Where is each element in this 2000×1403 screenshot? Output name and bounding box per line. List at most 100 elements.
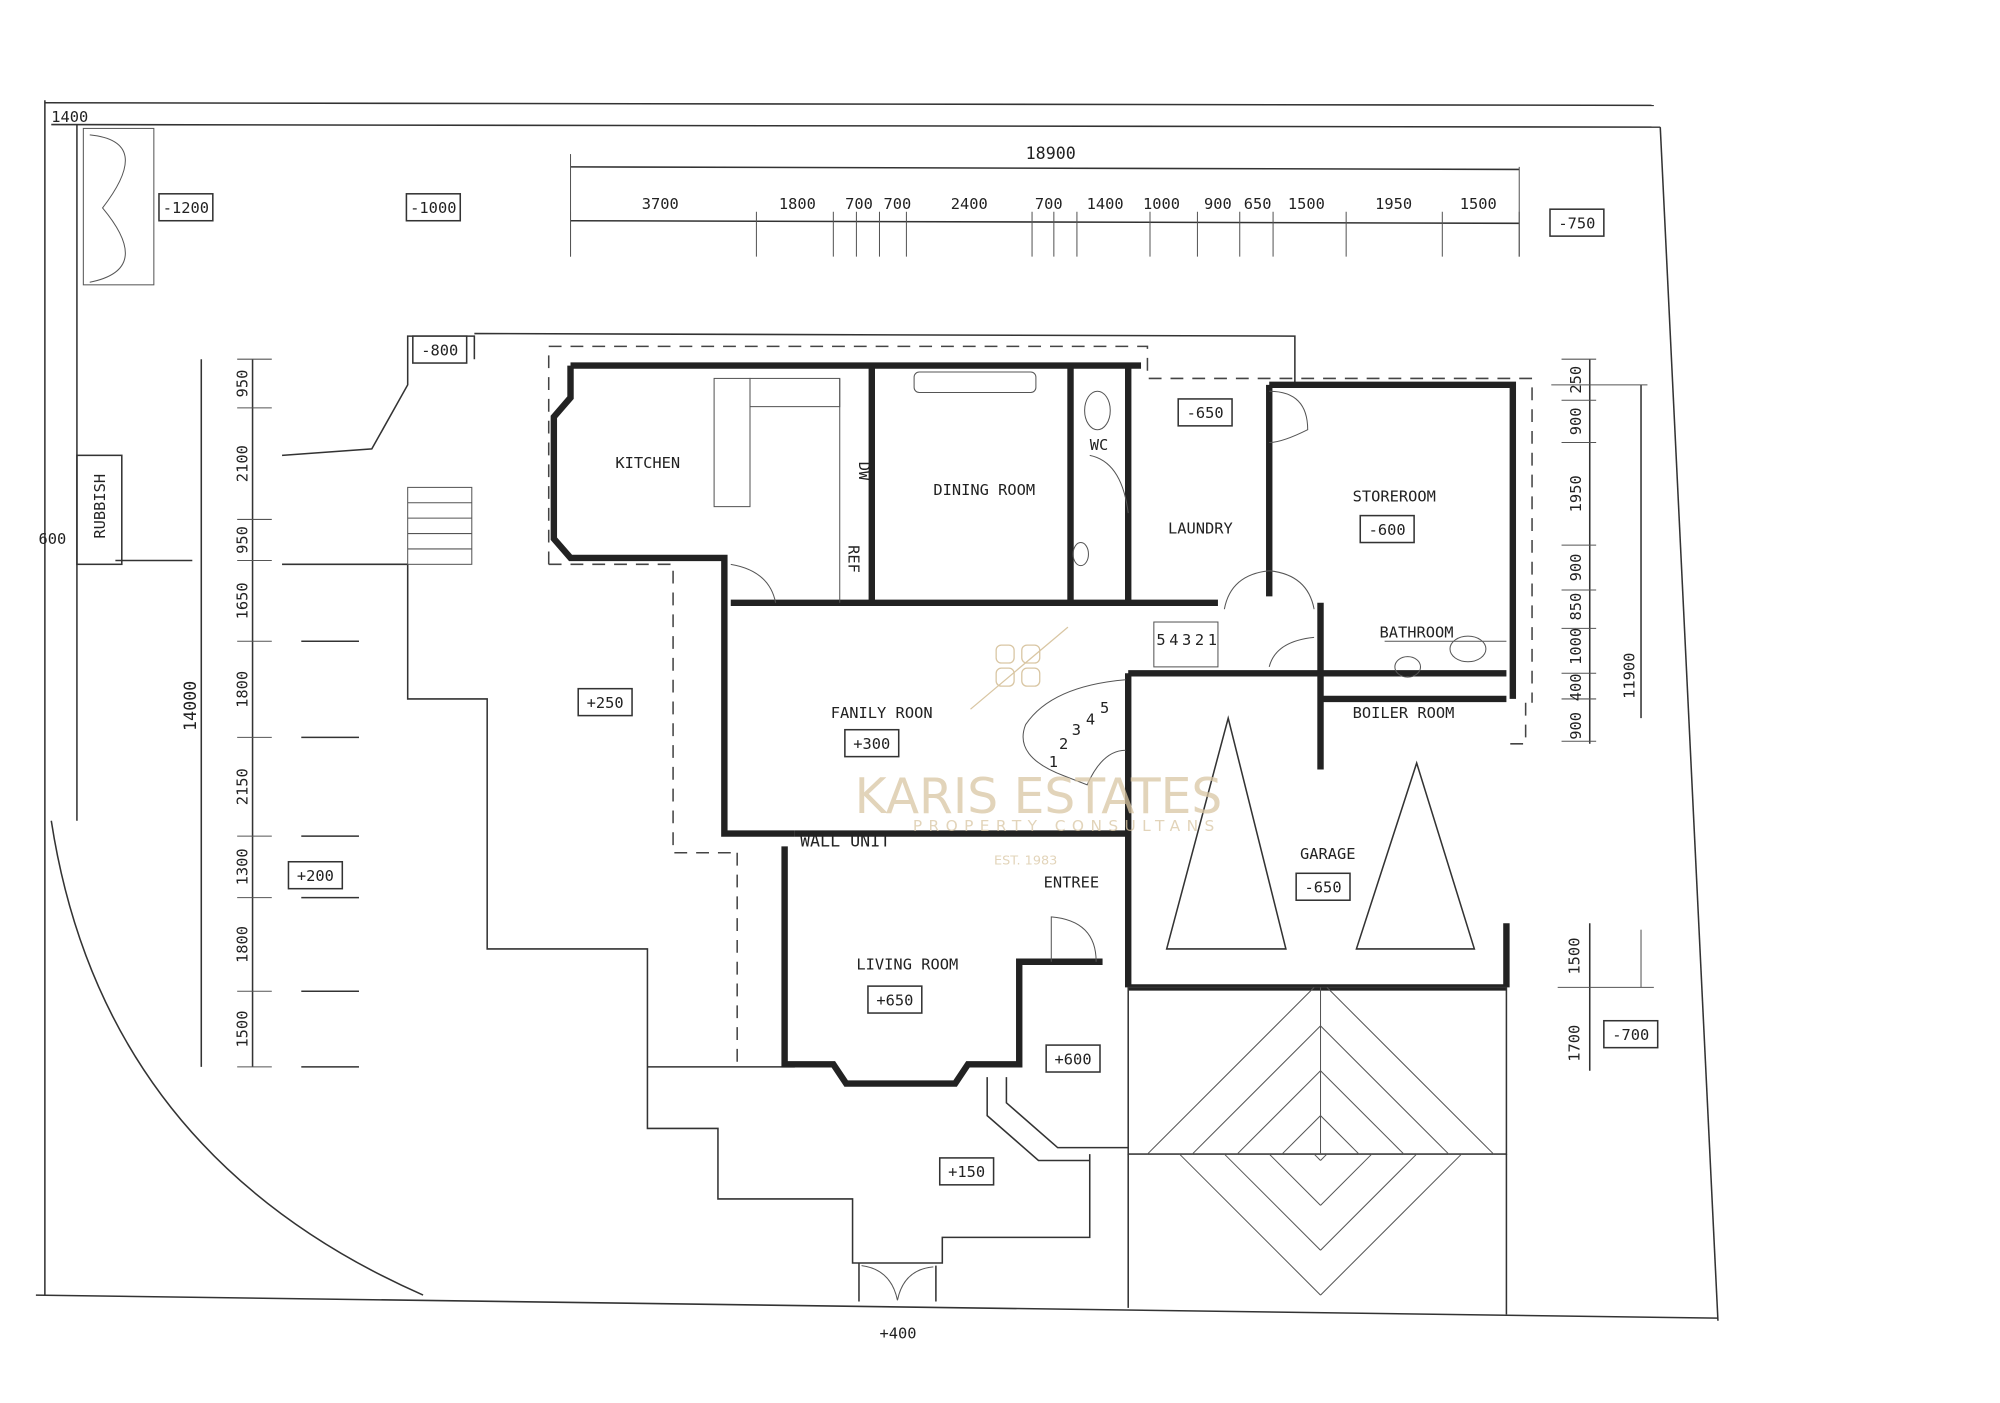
stair-step: 4	[1169, 631, 1178, 649]
watermark: KARIS ESTATES PROPERTY CONSULTANS EST. 1…	[855, 626, 1222, 868]
room-garage: GARAGE	[1300, 845, 1356, 863]
svg-text:-650: -650	[1305, 879, 1342, 897]
left-dim-label: 2100	[233, 445, 251, 482]
top-dim-label: 1000	[1143, 195, 1180, 213]
top-dim-label: 1950	[1375, 195, 1412, 213]
spiral-step: 4	[1086, 711, 1095, 729]
top-dim-label: 700	[1035, 195, 1063, 213]
svg-text:+250: +250	[587, 694, 624, 712]
garage-parking-marks	[1165, 715, 1476, 950]
right-lower-dim: 1500	[1565, 938, 1583, 975]
top-dimensions: 18900 3700 1800 700 700 2400 700 1400 1000 900 65…	[570, 144, 1520, 257]
left-dim-label: 1300	[233, 848, 251, 885]
spiral-step: 5	[1100, 699, 1109, 717]
top-dim-label: 900	[1204, 195, 1232, 213]
room-entree: ENTREE	[1044, 873, 1100, 891]
level-service: -650	[1177, 398, 1233, 427]
level-living-room: +650	[867, 985, 923, 1014]
top-dim-label: 1400	[1087, 195, 1124, 213]
right-dim-label: 900	[1567, 407, 1585, 435]
room-kitchen: KITCHEN	[615, 454, 680, 472]
fridge-label: REF	[845, 545, 863, 573]
room-living: LIVING ROOM	[856, 955, 958, 973]
front-gate[interactable]	[858, 1263, 937, 1302]
level-terrace: +250	[577, 687, 633, 717]
right-dim-label: 900	[1567, 554, 1585, 582]
terrain-outline	[115, 332, 1508, 1315]
level-north-west: -800	[412, 335, 468, 364]
level-storeroom: -600	[1359, 514, 1415, 544]
rubbish-area: RUBBISH	[76, 454, 123, 566]
svg-text:+650: +650	[876, 991, 913, 1009]
spiral-step: 3	[1072, 721, 1081, 739]
gate[interactable]	[82, 127, 155, 286]
svg-text:+300: +300	[853, 735, 890, 753]
right-dim-label: 1000	[1567, 628, 1585, 665]
svg-text:+600: +600	[1055, 1050, 1092, 1068]
top-dim-label: 650	[1244, 195, 1272, 213]
left-dim-label: 1800	[233, 926, 251, 963]
roof-outline	[547, 345, 1533, 1065]
svg-text:-800: -800	[421, 341, 458, 359]
level-gate: -1200	[158, 193, 214, 222]
dishwasher-label: DW	[855, 462, 873, 481]
level-porch: +600	[1045, 1044, 1101, 1073]
rubbish-label: RUBBISH	[91, 474, 109, 539]
stair-step: 1	[1208, 631, 1217, 649]
service-stairs: 5 4 3 2 1	[1153, 621, 1219, 668]
kitchen-counter	[713, 371, 1037, 508]
spiral-step: 2	[1059, 735, 1068, 753]
house-walls	[550, 362, 1517, 1087]
level-north-east: -750	[1549, 208, 1605, 237]
watermark-tagline: PROPERTY CONSULTANS	[913, 817, 1221, 835]
level-garage: -650	[1295, 872, 1351, 901]
stair-step: 2	[1195, 631, 1204, 649]
spiral-step: 1	[1049, 753, 1058, 771]
svg-text:-650: -650	[1187, 404, 1224, 422]
left-dim-label: 950	[233, 370, 251, 398]
left-dim-label: 1800	[233, 671, 251, 708]
level-family-room: +300	[844, 728, 900, 758]
spiral-stairs: 1 2 3 4 5	[1022, 679, 1126, 786]
svg-text:-750: -750	[1558, 214, 1595, 232]
top-dim-label: 700	[884, 195, 912, 213]
stair-step: 5	[1156, 631, 1165, 649]
right-lower-dim: 1700	[1565, 1025, 1583, 1062]
right-dim-label: 1950	[1567, 475, 1585, 512]
room-bathroom: BATHROOM	[1379, 623, 1453, 641]
level-garden: +200	[287, 860, 344, 890]
overall-depth: 14000	[181, 681, 200, 731]
right-dim-label: 400	[1567, 674, 1585, 702]
left-dim-label: 2150	[233, 768, 251, 805]
top-dim-label: 2400	[951, 195, 988, 213]
svg-text:-700: -700	[1612, 1026, 1649, 1044]
level-front: +150	[938, 1157, 995, 1186]
svg-text:-1200: -1200	[163, 199, 209, 217]
wall-unit-label: WALL UNIT	[800, 831, 890, 850]
key-logo-icon	[970, 626, 1069, 710]
room-family: FANILY ROON	[831, 704, 933, 722]
stair-step: 3	[1182, 631, 1191, 649]
corner-level: 1400	[51, 108, 88, 126]
site-boundary	[35, 100, 1719, 1321]
side-level: 600	[38, 530, 66, 548]
top-dim-label: 700	[845, 195, 873, 213]
level-yard: -1000	[405, 193, 462, 222]
overall-width: 18900	[1026, 144, 1076, 163]
top-dim-label: 1800	[779, 195, 816, 213]
right-total: 11900	[1621, 653, 1639, 699]
level-south-east: -700	[1603, 1019, 1659, 1049]
room-wc: WC	[1090, 436, 1109, 454]
right-dim-label: 900	[1567, 712, 1585, 740]
left-dim-label: 950	[233, 526, 251, 554]
doors[interactable]	[730, 390, 1315, 962]
svg-text:+200: +200	[297, 867, 334, 885]
wc-fixtures	[1072, 390, 1487, 678]
svg-text:+150: +150	[948, 1163, 985, 1181]
room-labels: KITCHEN DINING ROOM WC LAUNDRY STOREROOM…	[615, 436, 1454, 973]
top-dim-label: 3700	[642, 195, 679, 213]
watermark-est: EST. 1983	[994, 853, 1057, 868]
